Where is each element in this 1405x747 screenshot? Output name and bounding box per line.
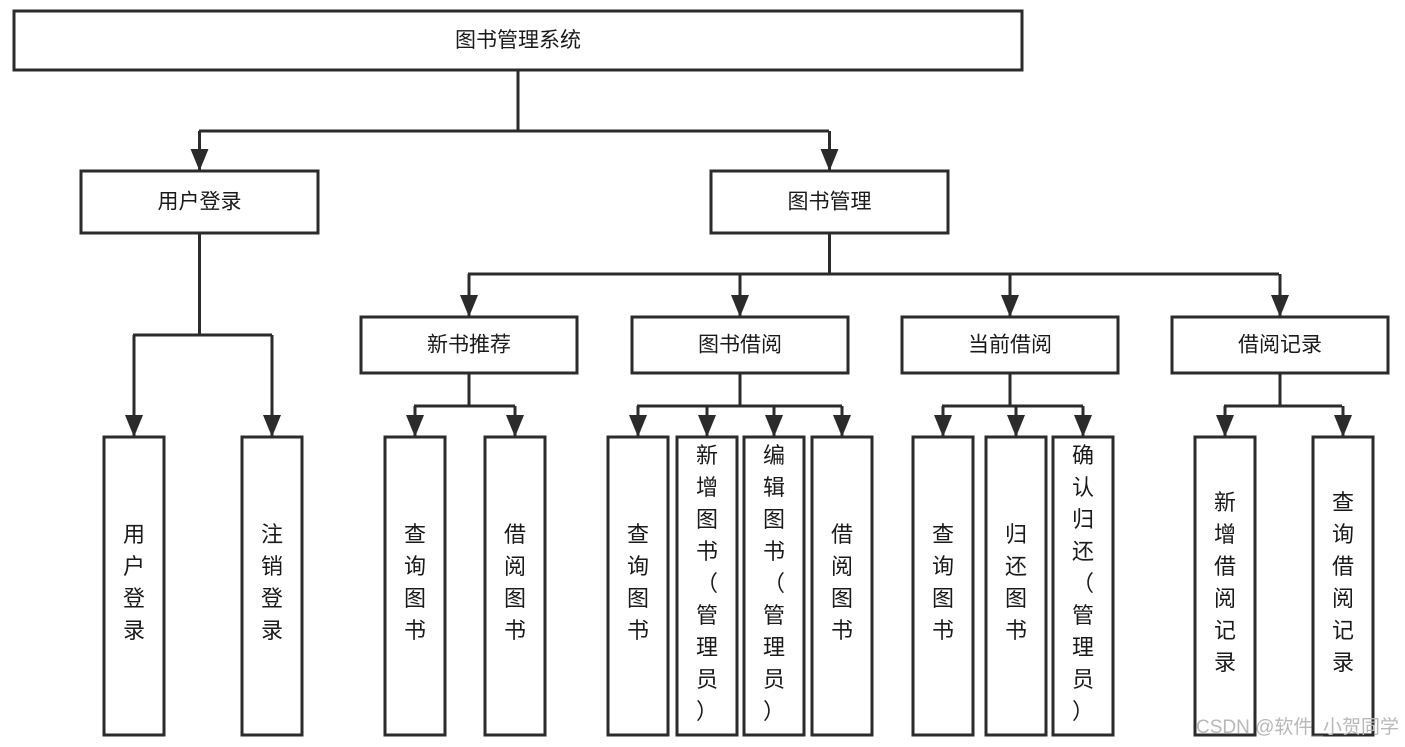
node-box — [12, 9, 1024, 72]
arrow-head — [190, 149, 209, 171]
node-label: 确认归还（管理员） — [1072, 443, 1094, 724]
node-label: 图书管理系统 — [455, 29, 581, 52]
node-box — [984, 435, 1048, 737]
arrow-head — [765, 415, 783, 437]
arrow-head — [820, 149, 839, 171]
node-box — [383, 435, 447, 737]
node-box — [483, 435, 547, 737]
node-box — [810, 435, 874, 737]
node-box — [359, 315, 579, 375]
node-box — [630, 315, 850, 375]
node-label: 新增借阅记录 — [1214, 490, 1236, 675]
arrow-head — [1334, 415, 1352, 437]
node-box — [102, 435, 166, 737]
node-leaf-rec-query[interactable]: 查询图书 — [383, 435, 447, 737]
node-borrow-record[interactable]: 借阅记录 — [1170, 315, 1390, 375]
node-layer: 图书管理系统用户登录图书管理新书推荐图书借阅当前借阅借阅记录用户登录注销登录查询… — [12, 9, 1390, 737]
node-leaf-borrow-query[interactable]: 查询图书 — [606, 435, 670, 737]
node-book-manage[interactable]: 图书管理 — [709, 169, 950, 235]
arrow-head — [1007, 415, 1025, 437]
node-label: 图书借阅 — [698, 334, 782, 357]
node-label: 编辑图书（管理员） — [763, 443, 785, 724]
arrow-head — [698, 415, 716, 437]
node-leaf-rec-search[interactable]: 查询借阅记录 — [1311, 435, 1375, 737]
arrow-head — [934, 415, 952, 437]
node-box — [1051, 435, 1115, 737]
arrow-head — [731, 295, 749, 317]
arrow-head — [1216, 415, 1234, 437]
node-box — [900, 315, 1120, 375]
node-box — [606, 435, 670, 737]
node-label: 注销登录 — [261, 522, 283, 643]
node-label: 图书管理 — [788, 191, 872, 214]
node-leaf-cur-query[interactable]: 查询图书 — [911, 435, 975, 737]
node-root[interactable]: 图书管理系统 — [12, 9, 1024, 72]
arrow-head — [833, 415, 851, 437]
node-box — [1193, 435, 1257, 737]
node-box — [79, 169, 320, 235]
node-leaf-user-logout[interactable]: 注销登录 — [240, 435, 304, 737]
node-box — [675, 435, 739, 737]
node-label: 当前借阅 — [968, 334, 1052, 357]
node-leaf-rec-add[interactable]: 新增借阅记录 — [1193, 435, 1257, 737]
node-current-borrow[interactable]: 当前借阅 — [900, 315, 1120, 375]
node-label: 查询图书 — [932, 522, 954, 643]
node-box — [742, 435, 806, 737]
node-label: 借阅记录 — [1238, 334, 1322, 357]
arrow-head — [506, 415, 524, 437]
arrow-head — [1271, 295, 1289, 317]
node-label: 归还图书 — [1005, 522, 1027, 643]
csdn-watermark: CSDN @软件_小贺同学 — [1196, 716, 1399, 738]
node-user-login[interactable]: 用户登录 — [79, 169, 320, 235]
node-label: 借阅图书 — [831, 522, 853, 643]
node-leaf-cur-return[interactable]: 归还图书 — [984, 435, 1048, 737]
node-leaf-borrow-add[interactable]: 新增图书（管理员） — [675, 435, 739, 737]
arrow-head — [629, 415, 647, 437]
node-label: 用户登录 — [158, 191, 242, 214]
node-book-borrow[interactable]: 图书借阅 — [630, 315, 850, 375]
arrow-head — [125, 415, 143, 437]
node-leaf-cur-confirm[interactable]: 确认归还（管理员） — [1051, 435, 1115, 737]
arrow-head — [460, 295, 478, 317]
node-box — [1170, 315, 1390, 375]
node-label: 新书推荐 — [427, 334, 511, 357]
node-box — [1311, 435, 1375, 737]
arrow-head — [1001, 295, 1019, 317]
arrow-head — [406, 415, 424, 437]
node-leaf-rec-borrow[interactable]: 借阅图书 — [483, 435, 547, 737]
node-box — [709, 169, 950, 235]
arrow-head — [1074, 415, 1092, 437]
node-label: 查询借阅记录 — [1332, 490, 1354, 675]
node-new-book-rec[interactable]: 新书推荐 — [359, 315, 579, 375]
node-label: 借阅图书 — [504, 522, 526, 643]
node-box — [240, 435, 304, 737]
connector-layer — [125, 70, 1352, 437]
node-box — [911, 435, 975, 737]
node-leaf-borrow-edit[interactable]: 编辑图书（管理员） — [742, 435, 806, 737]
node-label: 新增图书（管理员） — [696, 443, 718, 724]
node-leaf-user-login[interactable]: 用户登录 — [102, 435, 166, 737]
arrow-head — [263, 415, 281, 437]
node-label: 查询图书 — [404, 522, 426, 643]
node-label: 查询图书 — [627, 522, 649, 643]
node-label: 用户登录 — [123, 522, 145, 643]
node-leaf-borrow-lend[interactable]: 借阅图书 — [810, 435, 874, 737]
